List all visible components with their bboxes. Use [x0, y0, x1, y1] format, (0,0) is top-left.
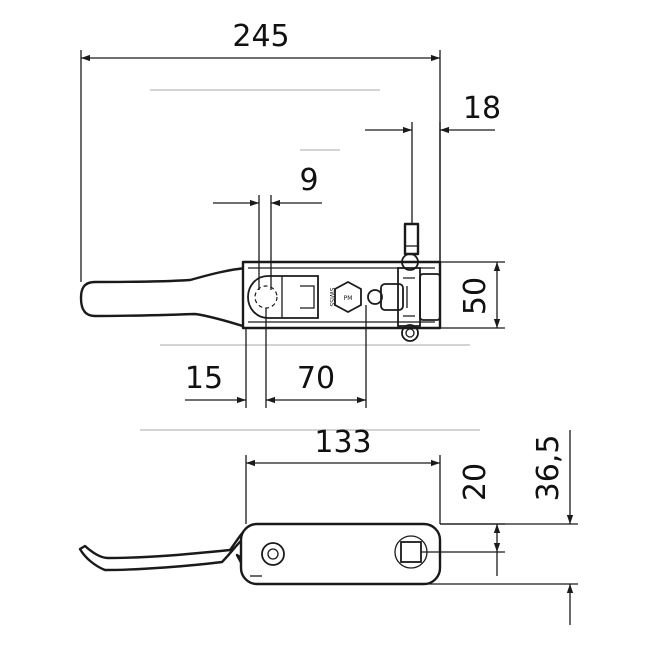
dim-handle-offset: 15	[185, 361, 223, 396]
dim-pin-offset: 18	[463, 91, 501, 126]
top-view-pin	[403, 222, 420, 256]
dimension-lines	[80, 50, 578, 625]
dim-hole-spacing: 70	[297, 361, 335, 396]
dim-base-height: 20	[458, 463, 493, 501]
side-view-hole	[261, 542, 285, 566]
side-view-body	[239, 522, 442, 586]
background-ghost-lines	[140, 89, 480, 431]
pm-logo: PM	[334, 280, 362, 314]
top-view-handle	[79, 266, 248, 329]
dim-overall-length: 245	[232, 19, 289, 54]
dim-body-height: 50	[458, 277, 493, 315]
dimension-labels: 245 18 9 50 15 70 133 20 36,5	[185, 19, 566, 501]
top-view: SWISS PM	[79, 222, 442, 342]
swiss-marking: SWISS	[328, 287, 335, 306]
side-view-handle	[78, 528, 252, 572]
slot-outline	[247, 275, 319, 319]
dim-base-length: 133	[314, 425, 371, 460]
svg-text:PM: PM	[344, 295, 353, 302]
dim-total-height: 36,5	[531, 435, 566, 502]
side-view	[78, 522, 442, 586]
right-mechanism	[367, 253, 441, 342]
dim-slot-width: 9	[299, 163, 318, 198]
